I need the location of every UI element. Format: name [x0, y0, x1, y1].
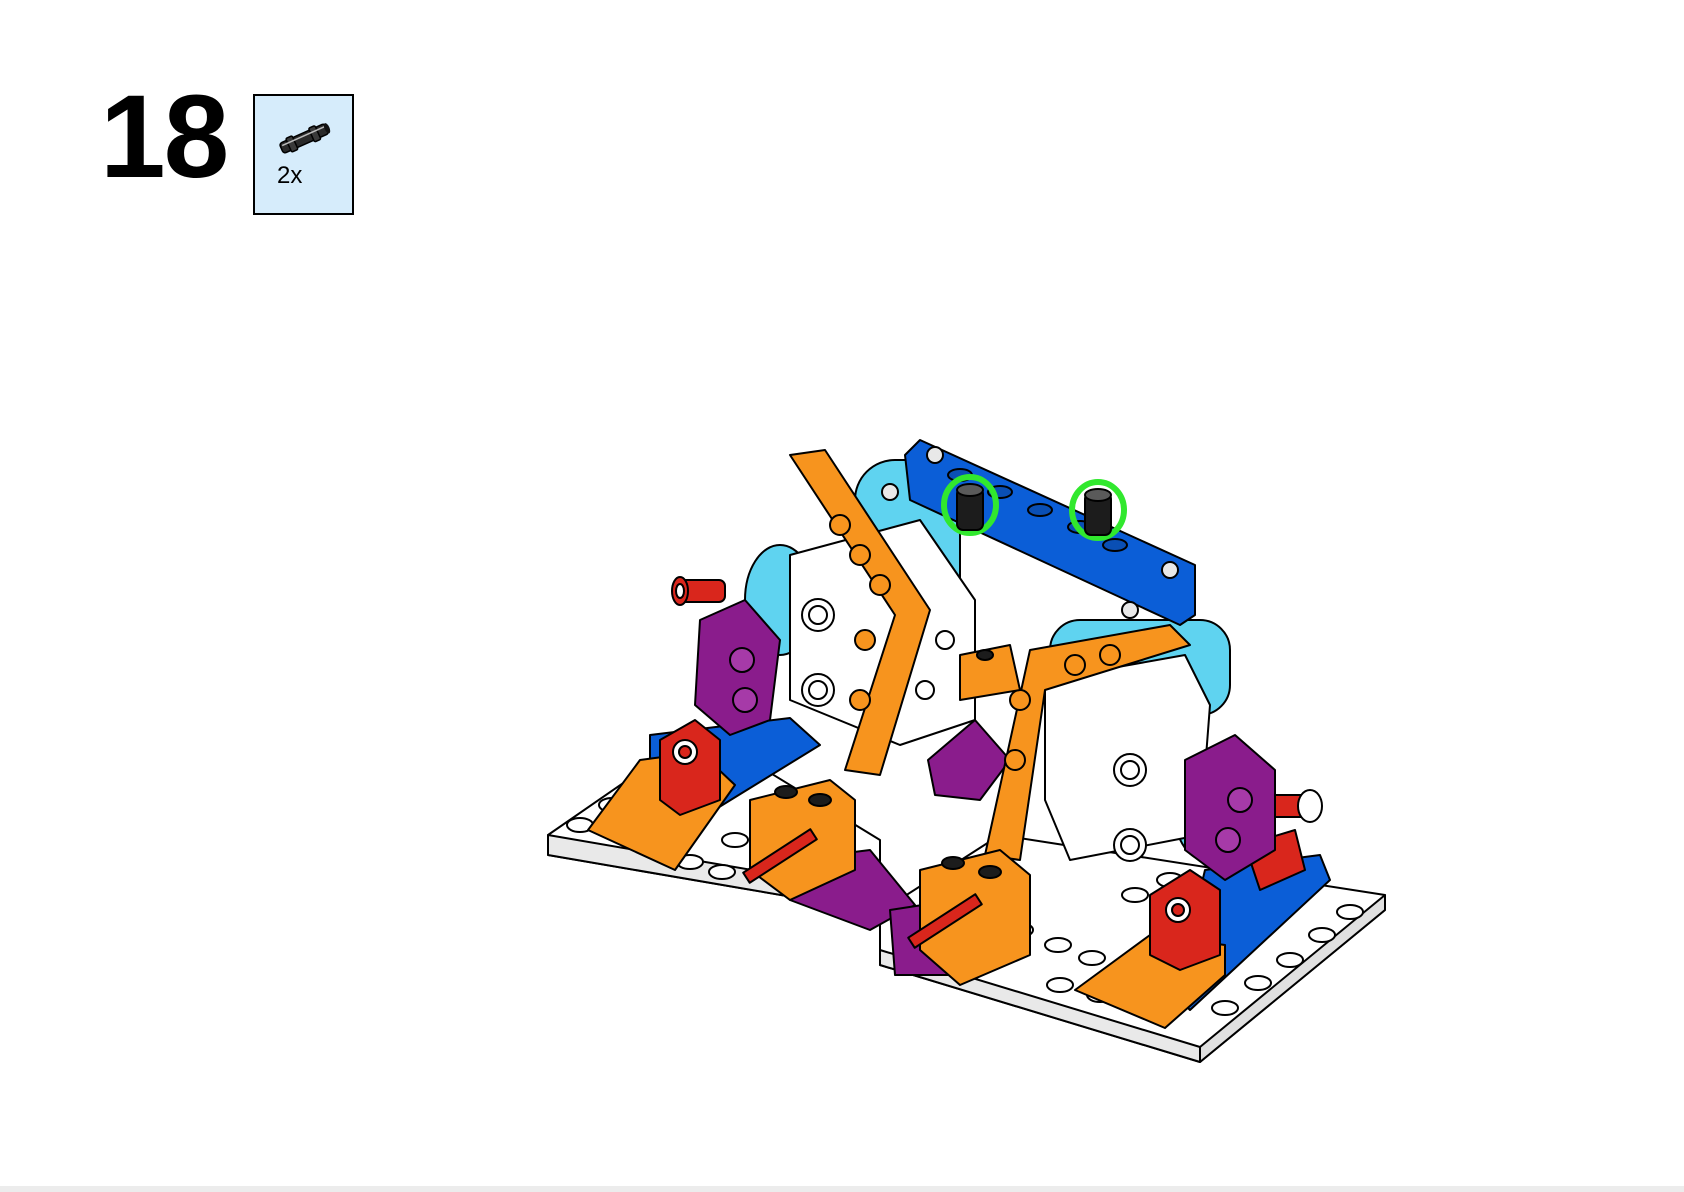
step-number: 18 [100, 71, 229, 203]
part-quantity: 2x [277, 162, 303, 189]
red-pin-right [1269, 789, 1323, 823]
red-pin-left [671, 576, 726, 606]
orange-beam-left [789, 449, 931, 776]
red-bracket-left [659, 719, 721, 816]
new-pin-right [1069, 479, 1127, 541]
new-pin-left [941, 474, 999, 536]
red-axle-left [742, 828, 818, 884]
page-footer-rule [0, 1186, 1684, 1192]
parts-callout: 2x [253, 94, 354, 215]
orange-brick-back [959, 644, 1021, 701]
purple-wedge-right [927, 719, 1011, 801]
orange-brick-right [919, 849, 1031, 986]
red-axle-right [907, 893, 983, 949]
pin-connector-icon [279, 123, 331, 154]
